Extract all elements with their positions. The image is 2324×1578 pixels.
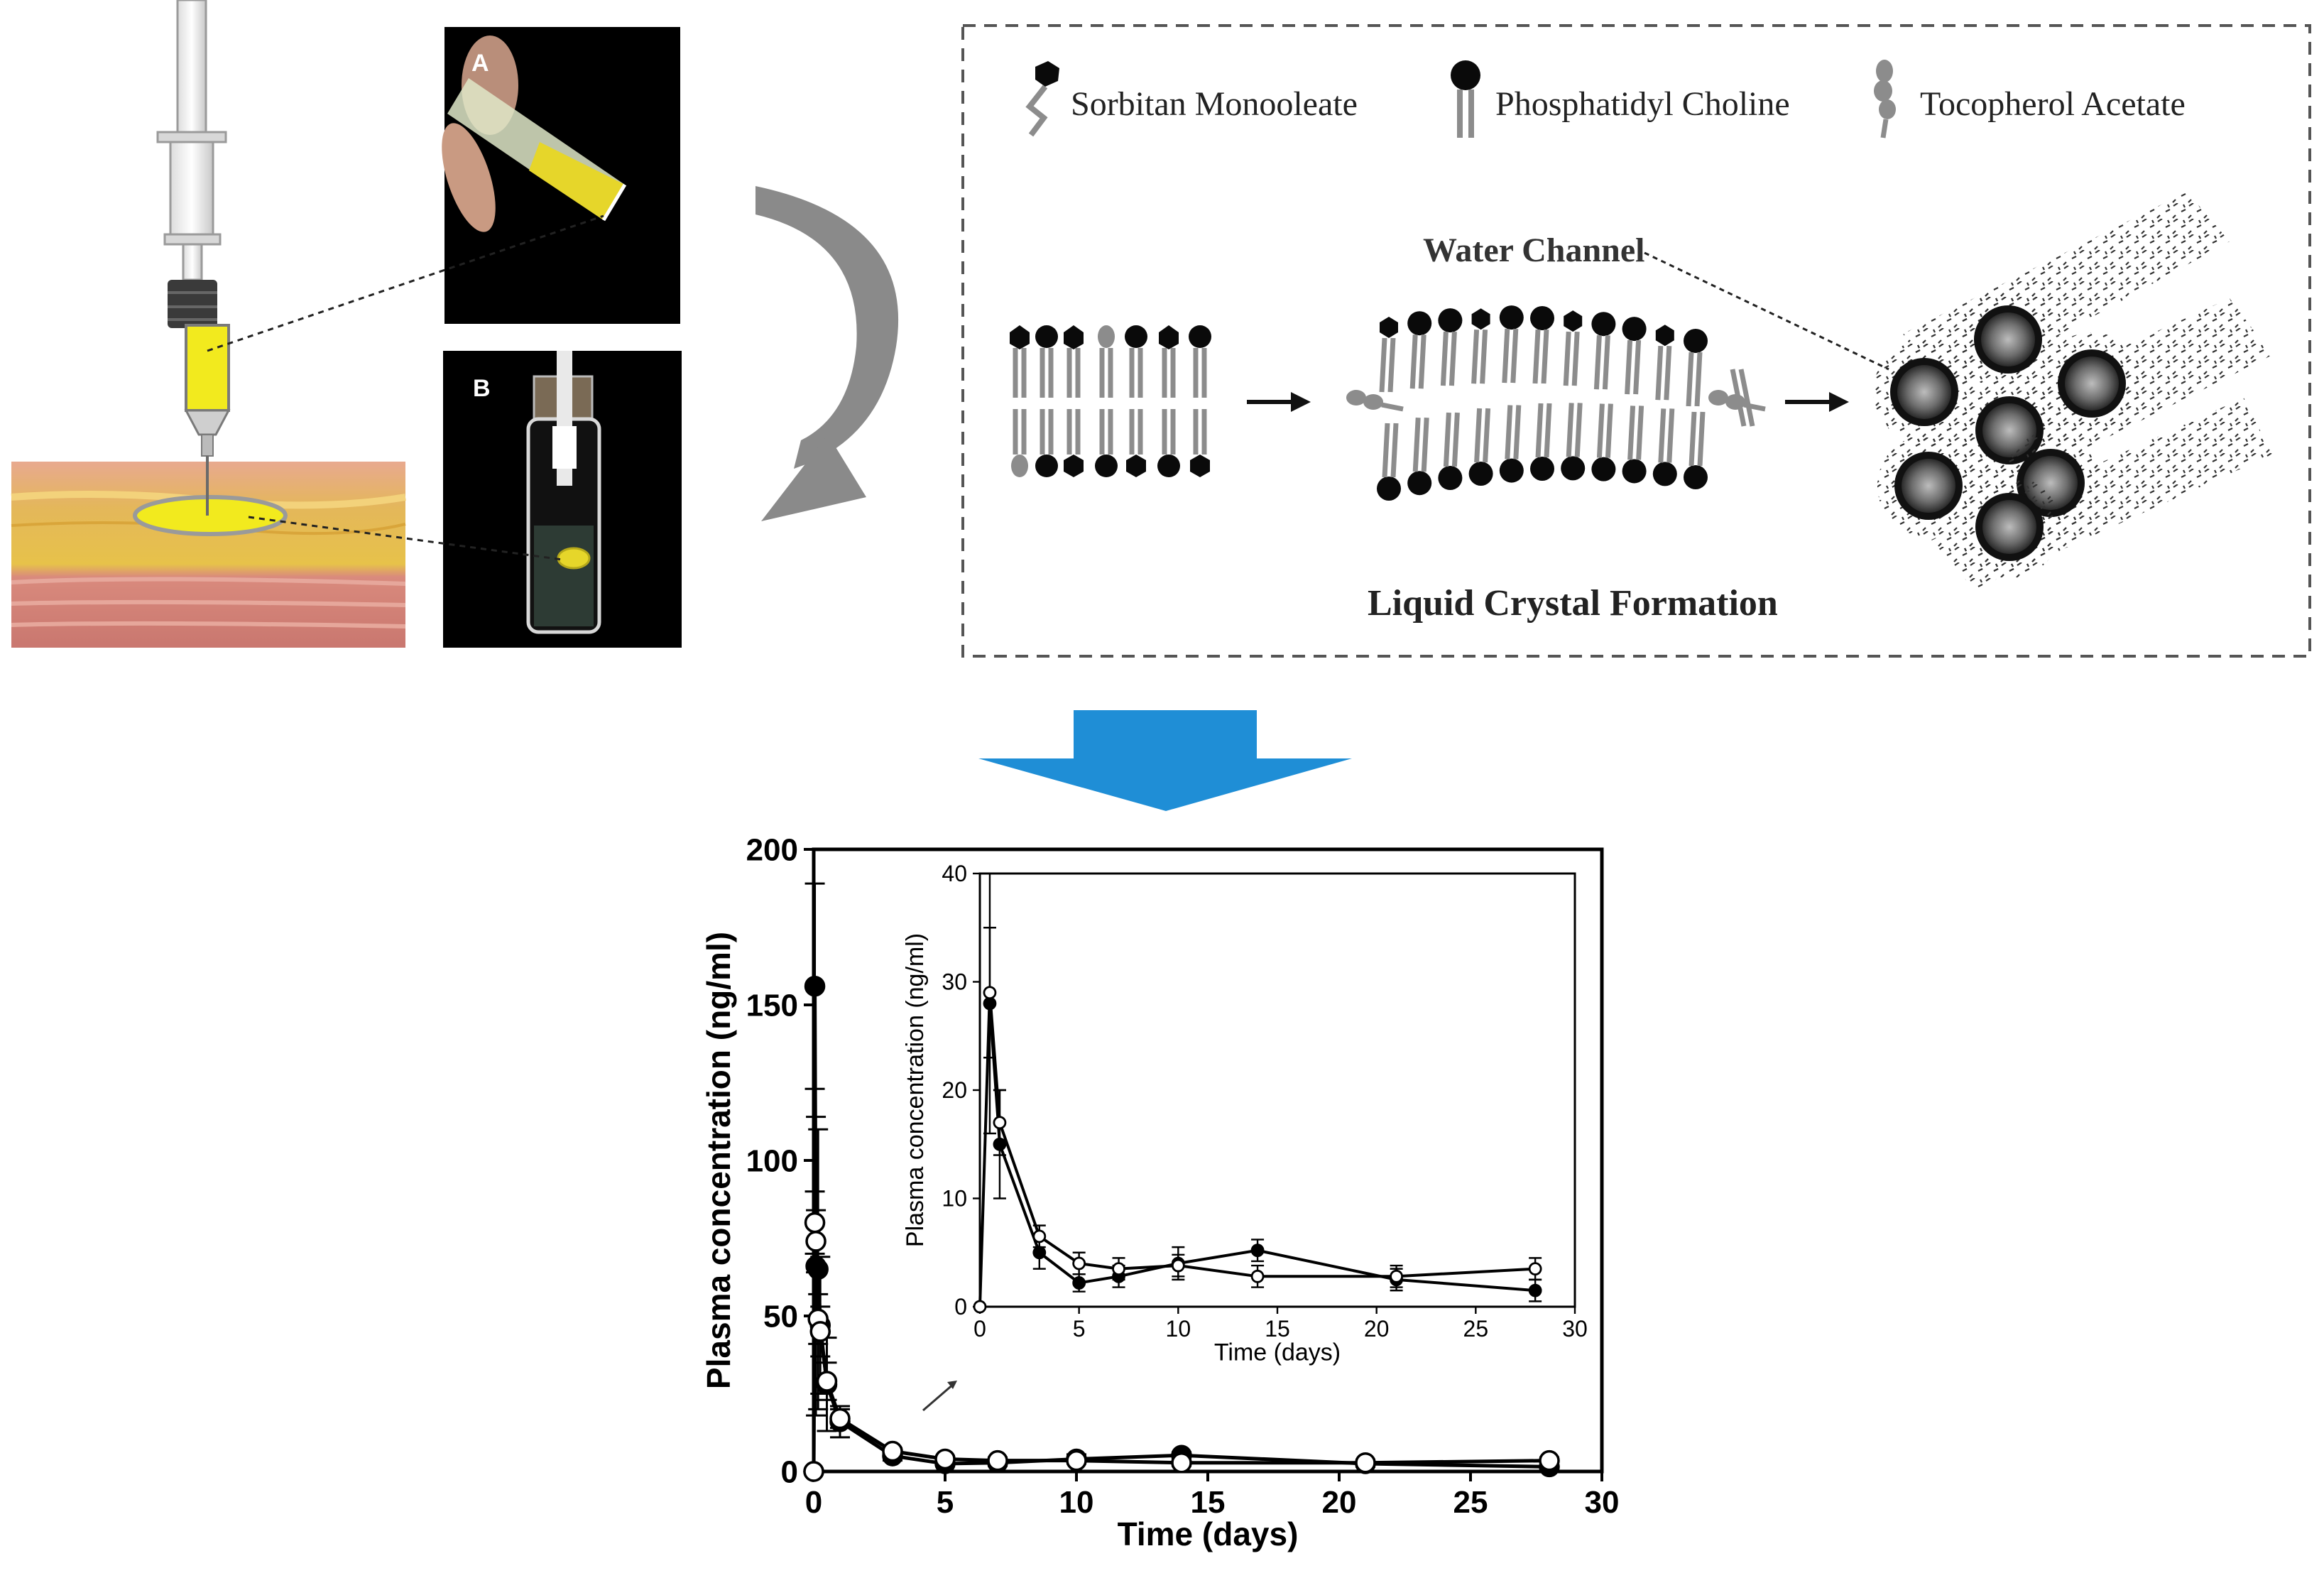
inset-point-reference: [1032, 1246, 1047, 1260]
inset-pointer-arrow: [922, 1381, 957, 1412]
main-point-lcfs: [809, 1321, 831, 1342]
main-x-tick-label: 30: [1585, 1485, 1620, 1520]
main-point-lcfs: [1171, 1452, 1192, 1474]
main-x-tick-label: 0: [805, 1485, 822, 1520]
inset-point-lcfs: [1390, 1269, 1403, 1283]
liquid-crystal-panel: [961, 24, 2311, 658]
inset-point-reference: [1250, 1244, 1265, 1258]
main-point-lcfs: [934, 1448, 956, 1470]
inset-x-tick-label: 30: [1562, 1316, 1588, 1342]
main-point-lcfs: [805, 1231, 827, 1252]
inset-y-tick-label: 30: [942, 969, 967, 995]
inset-y-tick-label: 40: [942, 861, 967, 886]
main-point-lcfs: [1066, 1449, 1087, 1471]
inset-x-tick-label: 25: [1463, 1316, 1489, 1342]
main-point-reference: [804, 975, 826, 997]
photo-a-label: A: [471, 50, 489, 77]
inset-point-lcfs: [1072, 1256, 1086, 1270]
inset-y-tick-label: 0: [954, 1294, 967, 1319]
main-x-tick-label: 20: [1322, 1485, 1357, 1520]
inset-x-tick-label: 10: [1166, 1316, 1191, 1342]
inset-point-reference: [1072, 1276, 1086, 1290]
inset-point-lcfs: [983, 986, 997, 1000]
main-y-tick-label: 150: [746, 988, 798, 1023]
inset-x-tick-label: 5: [1073, 1316, 1086, 1342]
main-y-tick-label: 100: [746, 1143, 798, 1178]
inset-plot-frame: [978, 872, 1576, 1308]
main-x-axis-label: Time (days): [1118, 1516, 1299, 1552]
inset-y-axis-label: Plasma concentration (ng/ml): [902, 933, 929, 1247]
main-y-tick-label: 50: [763, 1299, 798, 1334]
inset-y-tick-label: 10: [942, 1186, 967, 1212]
main-x-tick-label: 10: [1059, 1485, 1094, 1520]
sorbitan-icon: [1025, 61, 1059, 137]
curved-arrow: [755, 186, 899, 521]
process-arrow-2: [1785, 392, 1849, 412]
main-x-tick-label: 15: [1191, 1485, 1226, 1520]
syringe-illustration: [156, 0, 231, 516]
legend-phosphatidyl: Phosphatidyl Choline: [1495, 85, 1790, 123]
water-channel-label: Water Channel: [1423, 232, 1644, 269]
main-x-tick-label: 25: [1453, 1485, 1488, 1520]
inset-point-lcfs: [973, 1300, 987, 1314]
inset-point-lcfs: [993, 1116, 1007, 1130]
main-y-axis-label: Plasma concentration (ng/ml): [700, 932, 737, 1389]
main-point-lcfs: [987, 1449, 1008, 1471]
inset-x-axis-label: Time (days): [1214, 1339, 1341, 1366]
inset-point-lcfs: [1112, 1262, 1125, 1276]
hexagonal-phase: [1873, 192, 2272, 589]
main-x-tick-label: 5: [937, 1485, 954, 1520]
legend-sorbitan: Sorbitan Monooleate: [1071, 85, 1358, 123]
water-channel-leader: [1644, 251, 1889, 371]
inset-point-lcfs: [1250, 1269, 1265, 1283]
main-point-lcfs: [804, 1212, 826, 1234]
inset-x-tick-label: 0: [973, 1316, 986, 1342]
process-arrow-1: [1247, 392, 1311, 412]
injection-depot: [133, 495, 288, 536]
inset-x-tick-label: 15: [1265, 1316, 1290, 1342]
photo-b-label: B: [473, 375, 491, 402]
main-y-tick-label: 0: [781, 1454, 798, 1489]
inset-point-reference: [1528, 1283, 1542, 1297]
inset-x-tick-label: 20: [1364, 1316, 1390, 1342]
main-point-lcfs: [882, 1440, 903, 1462]
main-point-lcfs: [816, 1371, 838, 1392]
curved-bilayer: [1346, 305, 1766, 501]
main-point-lcfs: [1539, 1449, 1560, 1471]
down-arrow: [978, 710, 1352, 811]
formation-label: Liquid Crystal Formation: [1368, 583, 1778, 624]
main-y-tick-label: 200: [746, 832, 798, 867]
main-point-lcfs: [803, 1461, 824, 1482]
photo-b-content: [526, 351, 601, 634]
phosphatidyl-choline-icon: [1451, 60, 1480, 138]
inset-y-tick-label: 20: [942, 1077, 967, 1103]
inset-point-lcfs: [1032, 1229, 1047, 1244]
bilayer-schematic: [1010, 325, 1211, 477]
photo-a-content: [442, 36, 627, 232]
tocopherol-icon: [1874, 60, 1896, 138]
main-point-lcfs: [1355, 1452, 1376, 1474]
main-point-lcfs: [829, 1408, 851, 1430]
inset-point-lcfs: [1528, 1262, 1542, 1276]
inset-point-lcfs: [1171, 1258, 1185, 1273]
legend-tocopherol: Tocopherol Acetate: [1920, 85, 2186, 123]
